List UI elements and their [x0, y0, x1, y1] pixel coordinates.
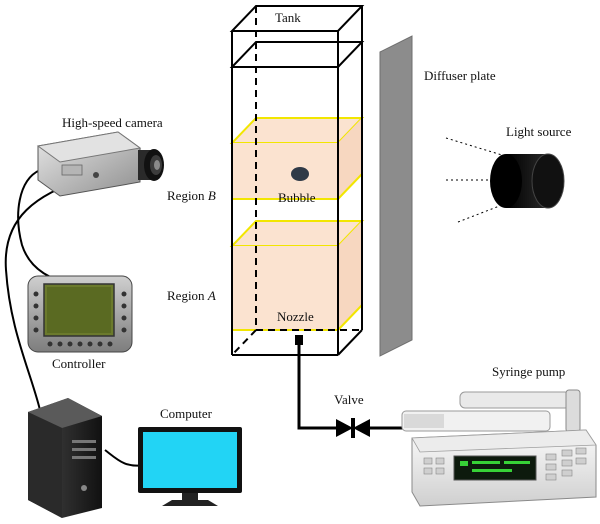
- region-b-prefix: Region: [167, 188, 208, 203]
- computer-monitor: [138, 427, 242, 506]
- high-speed-camera: [36, 131, 164, 197]
- diffuser-plate: [379, 35, 413, 357]
- nozzle-label: Nozzle: [277, 309, 314, 324]
- nozzle: [295, 335, 303, 345]
- region-a-prefix: Region: [167, 288, 208, 303]
- camera-to-computer-cable: [4, 179, 81, 411]
- syringe-pump-label: Syringe pump: [492, 364, 565, 379]
- computer-label: Computer: [160, 406, 213, 421]
- computer-tower: [28, 398, 102, 518]
- region-b-volume: [232, 143, 338, 199]
- tank: [229, 5, 365, 356]
- controller-label: Controller: [52, 356, 106, 371]
- region-a-label: Region A: [167, 288, 216, 303]
- light-source-label: Light source: [506, 124, 572, 139]
- region-a-volume: [232, 246, 338, 330]
- region-a-letter: A: [207, 288, 216, 303]
- tubing: [297, 345, 410, 430]
- valve: [336, 418, 370, 438]
- controller: [27, 275, 133, 353]
- region-b-letter: B: [208, 188, 216, 203]
- bubble-label: Bubble: [278, 190, 316, 205]
- high-speed-camera-label: High-speed camera: [62, 115, 163, 130]
- syringe-pump: [401, 389, 597, 507]
- region-b-label: Region B: [167, 188, 216, 203]
- light-source: [445, 137, 565, 223]
- tank-label: Tank: [275, 10, 301, 25]
- valve-label: Valve: [334, 392, 364, 407]
- bubble-marker: [291, 167, 309, 181]
- diffuser-plate-label: Diffuser plate: [424, 68, 496, 83]
